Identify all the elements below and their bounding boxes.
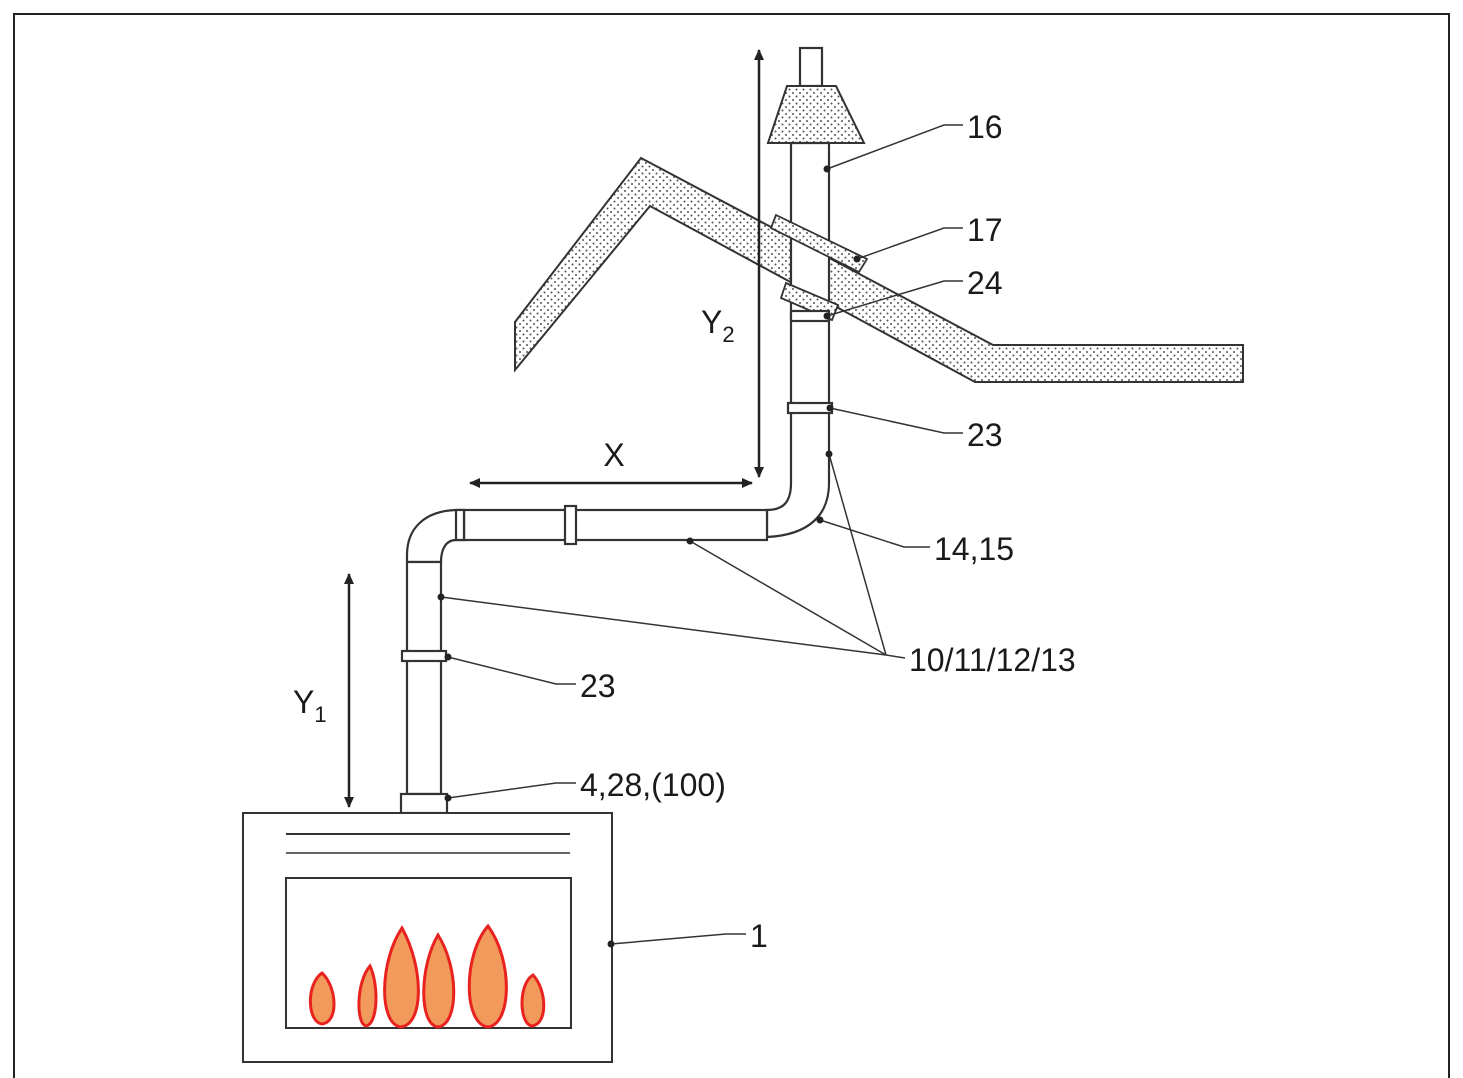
leader-10-13-c — [440, 596, 887, 656]
label-1: 1 — [750, 918, 768, 954]
roof-flashing — [769, 213, 869, 274]
y1-dimension-label: Y1 — [293, 684, 327, 727]
leader-10-13-b — [689, 540, 887, 656]
chimney-cap-stem — [798, 46, 824, 88]
leader-dots — [437, 165, 861, 948]
wall-bracket-upper — [786, 401, 834, 415]
dot-10-13-c — [437, 593, 445, 601]
flames — [308, 923, 546, 1029]
storm-collar — [789, 309, 831, 323]
dot-23-bottom — [444, 653, 452, 661]
leader-23-bottom — [447, 656, 576, 685]
label-23-top: 23 — [967, 417, 1003, 453]
x-dimension-label: X — [603, 437, 624, 473]
horizontal-flue-pipe — [462, 508, 769, 542]
leader-17 — [856, 227, 963, 260]
flame-1 — [308, 971, 336, 1026]
dot-10-13-a — [825, 450, 833, 458]
leader-4-28 — [447, 782, 576, 799]
leader-14-15 — [819, 519, 930, 548]
label-16: 16 — [967, 109, 1003, 145]
flame-6 — [520, 973, 546, 1028]
y2-dimension-label: Y2 — [701, 304, 735, 347]
dot-14-15 — [816, 516, 824, 524]
dot-17 — [853, 255, 861, 263]
label-10-11-12-13: 10/11/12/13 — [909, 642, 1076, 678]
roof-section — [514, 156, 1244, 383]
dot-23-top — [826, 404, 834, 412]
flame-2 — [357, 963, 378, 1028]
leader-1 — [610, 933, 746, 945]
flue-adapter — [399, 792, 449, 815]
diagram-frame — [13, 13, 1450, 1078]
label-17: 17 — [967, 212, 1003, 248]
leader-24 — [826, 280, 963, 317]
wall-bracket-lower — [400, 649, 448, 663]
leader-10-13-a — [828, 453, 887, 656]
leader-10-13-d — [885, 654, 906, 659]
flame-5 — [467, 923, 508, 1029]
dot-24 — [823, 312, 831, 320]
label-23-bottom: 23 — [580, 668, 616, 704]
label-4-28-100: 4,28,(100) — [580, 767, 726, 803]
vertical-flue-pipe — [765, 141, 831, 539]
dot-10-13-b — [686, 537, 694, 545]
rain-cap — [766, 85, 866, 144]
flame-4 — [422, 932, 456, 1029]
leader-lines — [440, 124, 963, 945]
lower-vertical-pipe — [405, 560, 443, 796]
label-24: 24 — [967, 265, 1003, 301]
flame-3 — [383, 925, 420, 1029]
leader-16 — [826, 124, 963, 170]
dot-4-28 — [444, 794, 452, 802]
dot-1 — [607, 940, 615, 948]
leader-23-top — [829, 407, 963, 434]
dot-16 — [823, 165, 831, 173]
label-14-15: 14,15 — [934, 531, 1014, 567]
elbow-joint — [454, 508, 466, 542]
pipe-coupler — [563, 504, 578, 546]
